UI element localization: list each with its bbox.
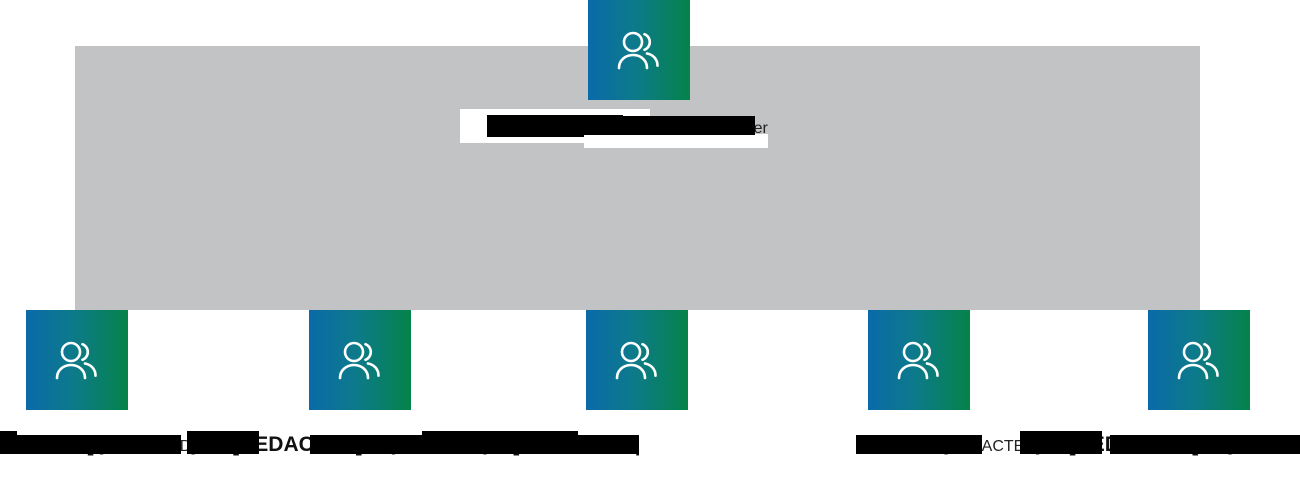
report-2-title: E[REDACTED]or (380, 438, 502, 455)
manager-avatar-tile (588, 0, 690, 100)
people-icon (51, 338, 103, 382)
report-1-title: [REDACTED]or (98, 438, 211, 455)
org-node-report-3[interactable] (586, 310, 688, 410)
report-3-name: C[REDACTED]g (497, 433, 656, 456)
manager-title: H[REDACTED]er (645, 120, 768, 137)
people-icon (334, 338, 386, 382)
report-1-avatar-tile (26, 310, 128, 410)
people-icon (1173, 338, 1225, 382)
org-node-manager[interactable] (588, 0, 690, 100)
report-5-title: P[REDACTED]r (1216, 438, 1300, 455)
org-node-report-5[interactable] (1148, 310, 1250, 410)
report-5-name: [REDACTED]n (1068, 433, 1213, 456)
report-5-avatar-tile (1148, 310, 1250, 410)
org-node-report-2[interactable] (309, 310, 411, 410)
manager-labels: [REDACTED] H[REDACTED]er (460, 109, 789, 148)
report-2-labels: X[REDACTED]h E[REDACTED]or (187, 431, 510, 458)
report-4-labels: [REDACTED] So[REDACTED]n (638, 426, 1069, 458)
people-icon (611, 338, 663, 382)
report-4-avatar-tile (868, 310, 970, 410)
org-node-report-4[interactable] (868, 310, 970, 410)
people-icon (613, 28, 665, 72)
report-4-name: [REDACTED] (788, 433, 920, 456)
report-2-avatar-tile (309, 310, 411, 410)
report-3-labels: C[REDACTED]g D[REDACTED]s (422, 431, 787, 458)
report-3-avatar-tile (586, 310, 688, 410)
report-1-labels: W[REDACTED] [REDACTED]or (0, 431, 227, 458)
report-4-title: So[REDACTED]n (923, 438, 1050, 455)
manager-name: [REDACTED] (510, 115, 641, 138)
org-node-report-1[interactable] (26, 310, 128, 410)
report-1-name: W[REDACTED] (0, 433, 95, 456)
report-5-labels: [REDACTED]n P[REDACTED]r (1019, 431, 1300, 458)
report-3-title: D[REDACTED]s (660, 438, 777, 455)
report-2-name: X[REDACTED]h (218, 433, 376, 456)
people-icon (893, 338, 945, 382)
